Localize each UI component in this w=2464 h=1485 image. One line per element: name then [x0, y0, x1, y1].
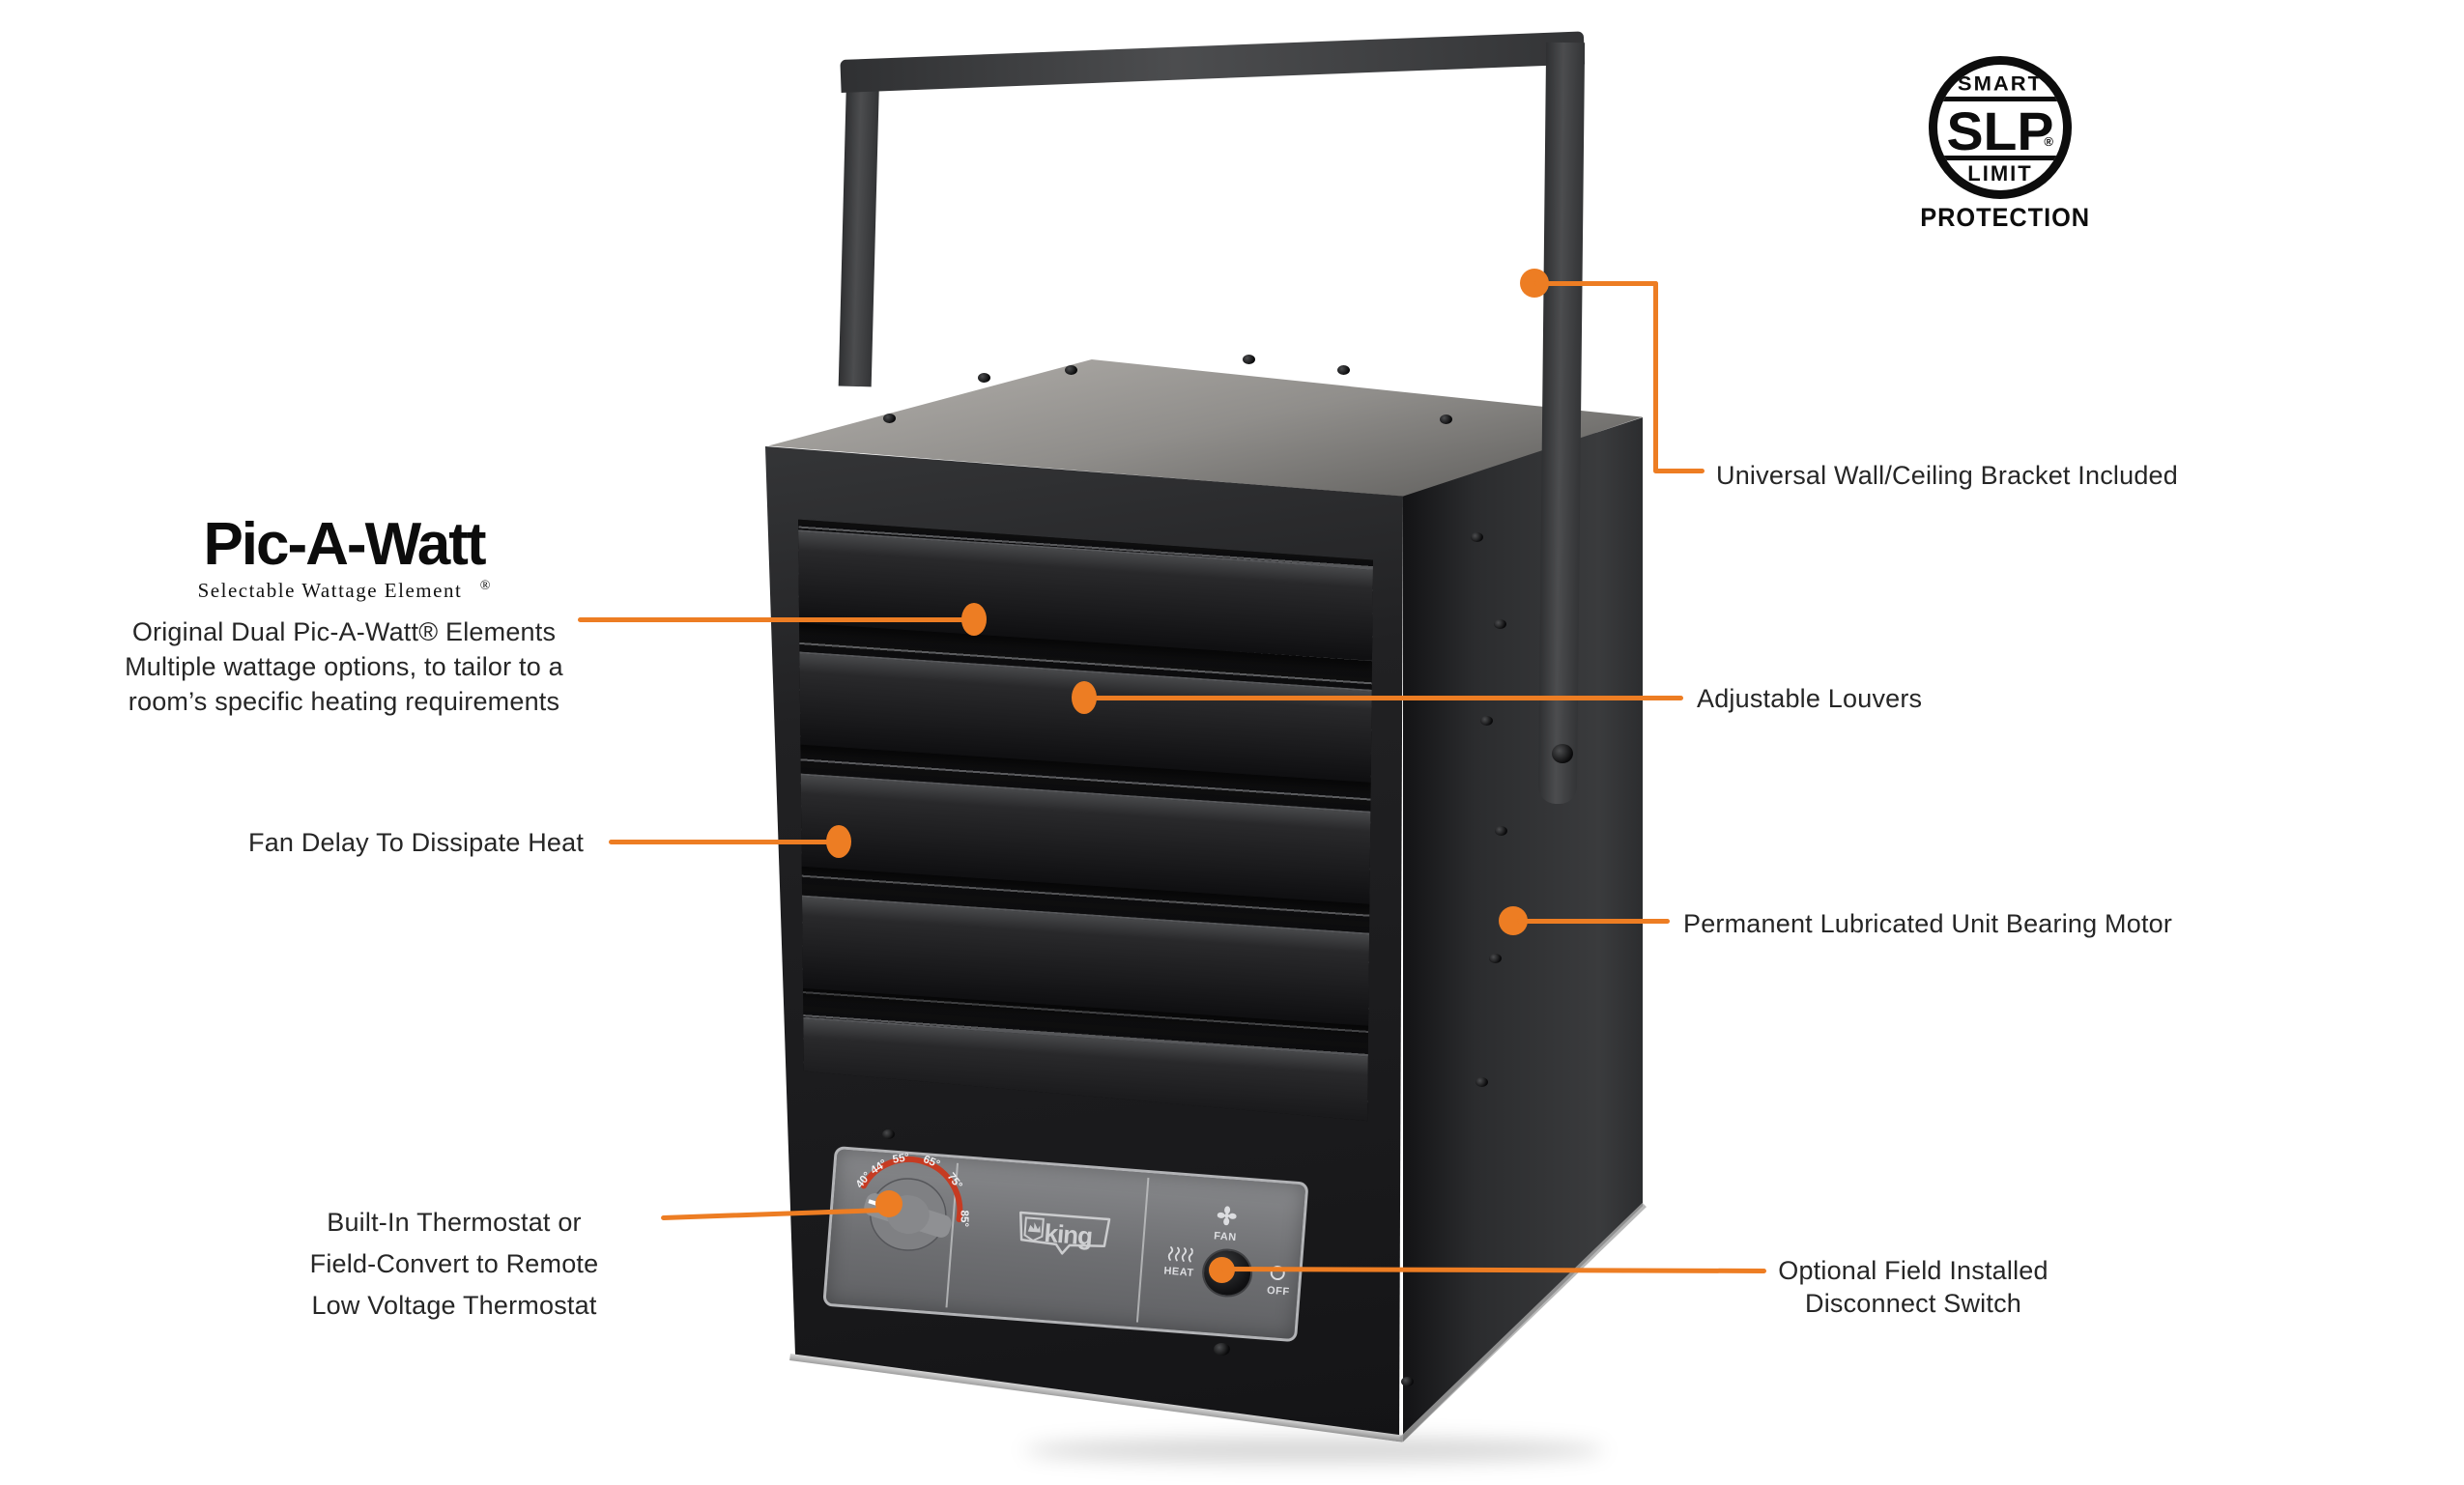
slp-registered-mark: ®: [2044, 134, 2053, 149]
bracket-leader-line-h2: [1653, 469, 1705, 473]
screw: [1494, 619, 1506, 629]
elements-leader-line: [578, 617, 964, 622]
fan-delay-leader-line: [609, 840, 829, 844]
bracket-leader-line-v: [1653, 281, 1658, 472]
screw: [1440, 414, 1452, 424]
bracket-top-bar: [840, 31, 1586, 93]
floor-shadow: [1024, 1438, 1604, 1463]
louvers-leader-line: [1090, 696, 1683, 700]
slp-limit-text: LIMIT: [1967, 161, 2033, 186]
screw: [1243, 355, 1255, 364]
fan-label: FAN: [1213, 1230, 1238, 1244]
screw: [882, 1129, 895, 1139]
screw: [1337, 365, 1350, 375]
picawatt-block: Pic-A-Watt Selectable Wattage Element ® …: [97, 510, 591, 719]
panel-divider: [1135, 1177, 1150, 1323]
disconnect-callout-line: Optional Field Installed: [1778, 1256, 2049, 1285]
thermostat-callout-line: Field-Convert to Remote: [309, 1249, 599, 1278]
heat-label: HEAT: [1163, 1265, 1195, 1279]
crown-icon: [1023, 1216, 1045, 1242]
off-label: OFF: [1266, 1284, 1290, 1299]
bracket-left-arm: [838, 67, 880, 387]
bracket-right-arm: [1537, 42, 1586, 805]
screw: [1214, 1343, 1230, 1356]
heat-icon: [1167, 1246, 1193, 1263]
elements-callout-line: room’s specific heating requirements: [128, 687, 560, 716]
motor-callout: Permanent Lubricated Unit Bearing Motor: [1683, 909, 2173, 938]
elements-marker-dot: [961, 603, 987, 636]
slp-protection-text: PROTECTION: [1920, 203, 2091, 232]
picawatt-registered-mark: ®: [479, 579, 491, 593]
dial-label: 85°: [959, 1211, 970, 1228]
elements-callout-line: Original Dual Pic-A-Watt® Elements: [131, 617, 557, 646]
screw: [883, 414, 896, 423]
elements-callout-line: Multiple wattage options, to tailor to a: [125, 652, 563, 681]
screw: [1401, 1377, 1414, 1386]
louver-grille: [798, 519, 1373, 1122]
thermostat-callout-line: Low Voltage Thermostat: [311, 1291, 597, 1320]
thermostat-dial: 40° 44° 55° 65° 75° 85°: [854, 1152, 970, 1251]
louvers-callout: Adjustable Louvers: [1697, 684, 1923, 713]
screw: [1065, 365, 1077, 375]
picawatt-subtitle-row: Selectable Wattage Element ®: [97, 579, 591, 603]
king-logo: king: [1014, 1210, 1111, 1257]
slp-smart-text: SMART: [1957, 71, 2044, 96]
disconnect-callout-line: Disconnect Switch: [1805, 1289, 2021, 1318]
king-brand-text: king: [1043, 1217, 1094, 1251]
bracket-pivot-bolt: [1552, 744, 1573, 763]
screw: [1471, 532, 1483, 542]
screw: [1480, 716, 1493, 726]
fan-delay-marker-dot: [826, 825, 851, 858]
slp-logo-circle: SMART SLP ® LIMIT: [1929, 56, 2072, 199]
screw: [978, 373, 990, 383]
slp-logo: SMART SLP ® LIMIT PROTECTION: [1915, 56, 2091, 233]
slp-divider: [1937, 97, 2063, 101]
slp-main-text: SLP: [1946, 100, 2054, 161]
picawatt-subtitle: Selectable Wattage Element: [197, 579, 463, 602]
thermostat-marker-dot: [875, 1190, 903, 1217]
thermostat-callout-line: Built-In Thermostat or: [327, 1208, 582, 1237]
screw: [1476, 1077, 1488, 1087]
slp-divider: [1937, 156, 2063, 160]
bracket-callout: Universal Wall/Ceiling Bracket Included: [1716, 461, 2178, 490]
thermostat-callout: Built-In Thermostat or Field-Convert to …: [271, 1202, 638, 1327]
dial-label: 55°: [892, 1152, 911, 1166]
disconnect-callout: Optional Field Installed Disconnect Swit…: [1730, 1254, 2097, 1320]
screw: [1495, 826, 1507, 836]
fan-icon: [1217, 1206, 1237, 1226]
fan-delay-callout: Fan Delay To Dissipate Heat: [248, 828, 585, 857]
picawatt-logo: Pic-A-Watt: [203, 511, 486, 578]
screw: [1489, 954, 1502, 963]
motor-leader-line: [1517, 919, 1670, 924]
bracket-leader-line-h1: [1534, 281, 1658, 286]
